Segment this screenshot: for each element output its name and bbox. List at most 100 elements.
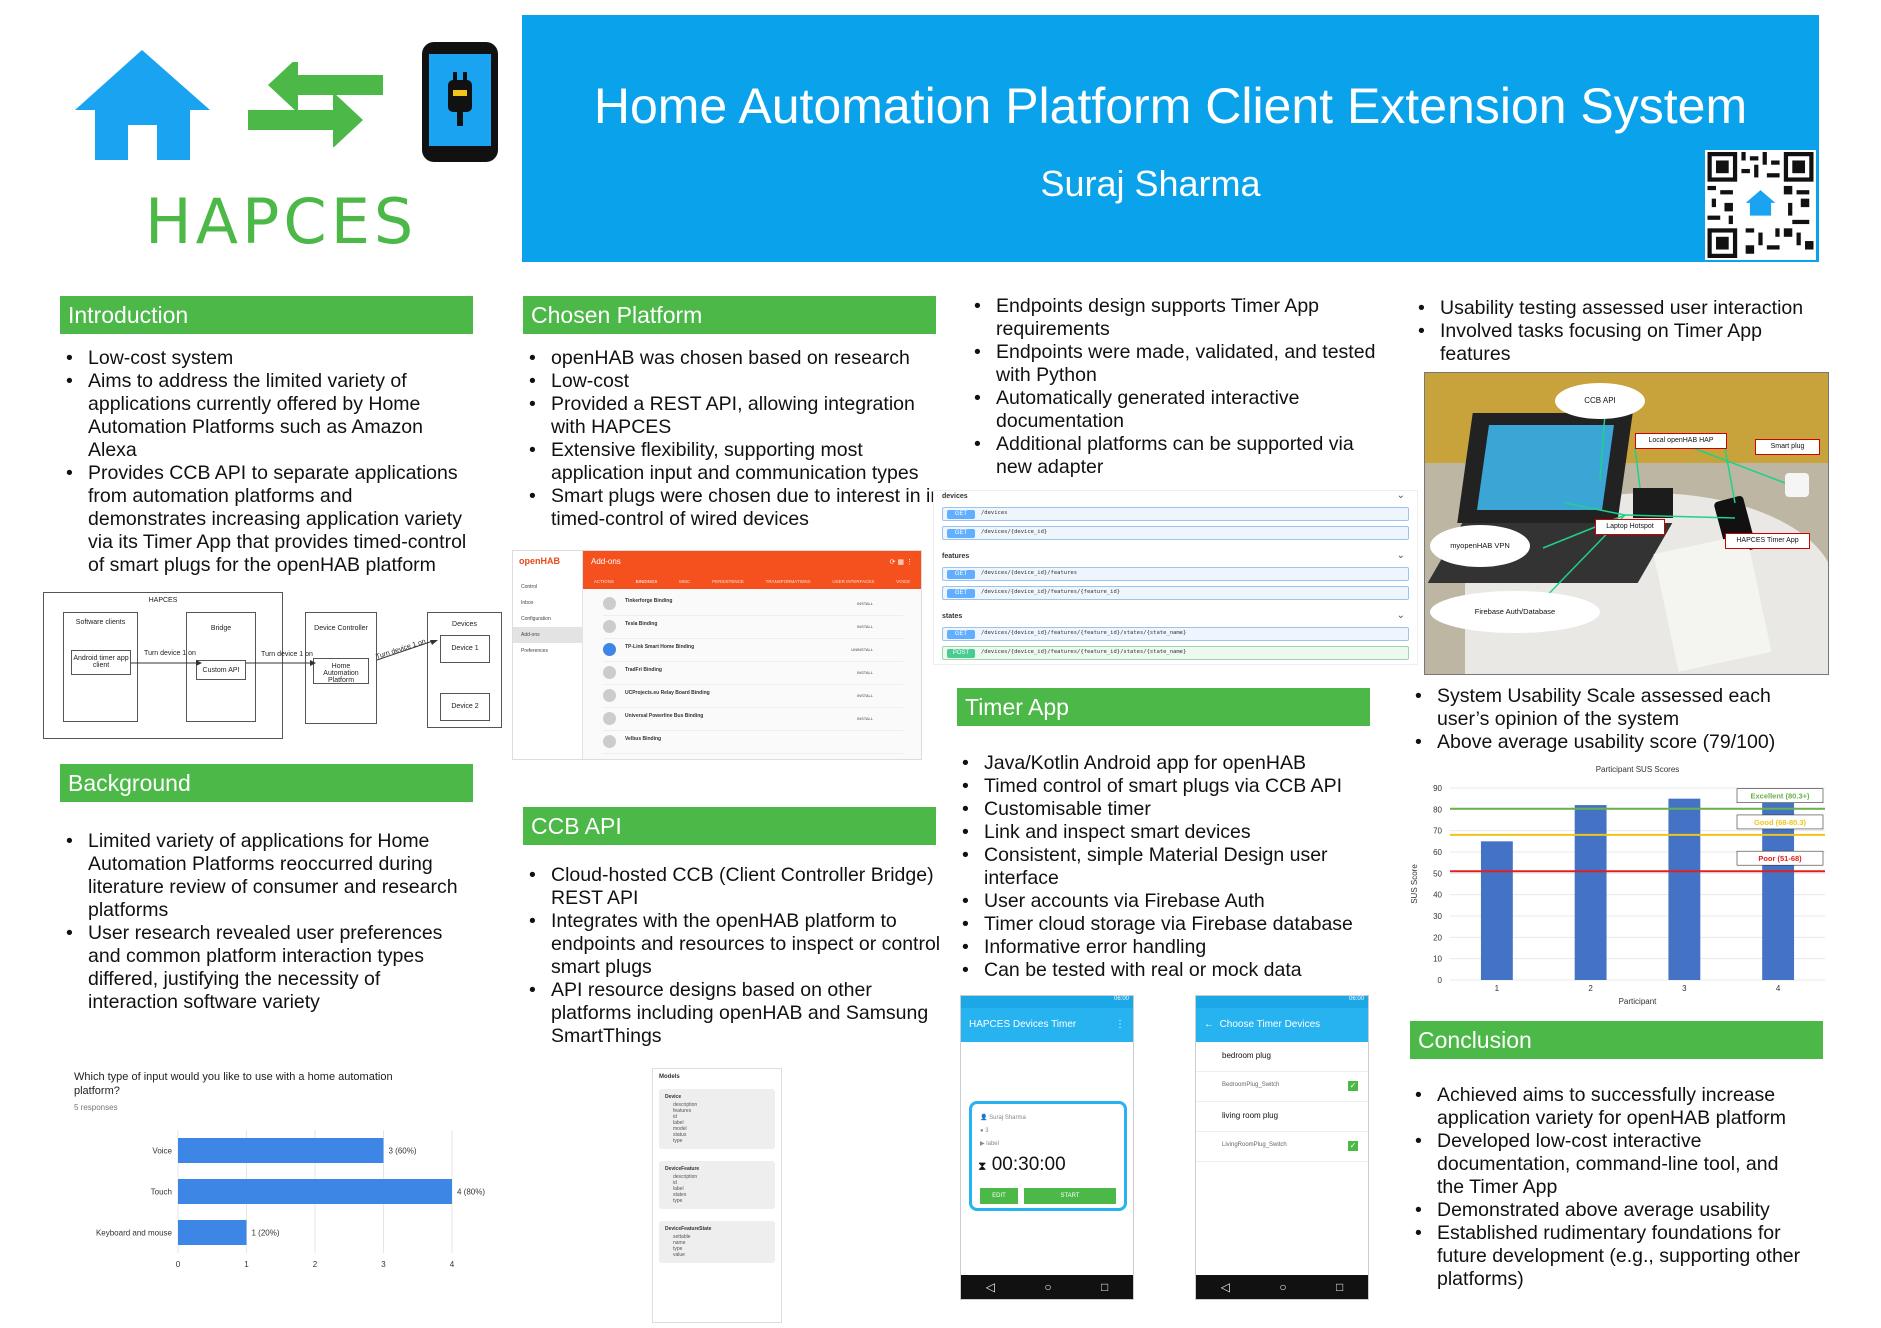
timer-phone-screenshot: 06:00 HAPCES Devices Timer⋮ 👤 Suraj Shar… [960, 995, 1134, 1300]
api-endpoint-row[interactable]: GET/devices/{device_id}/features/{featur… [942, 627, 1409, 641]
tab[interactable]: MISC [679, 579, 691, 584]
recents-icon[interactable]: □ [1101, 1280, 1109, 1294]
author-name: Suraj Sharma [1040, 163, 1261, 204]
tab[interactable]: VOICE [896, 579, 911, 584]
android-client-box: Android timer app client [71, 650, 131, 675]
device-row[interactable]: bedroom plug [1196, 1042, 1368, 1072]
model-field: id [673, 1114, 677, 1120]
http-method-badge: GET [947, 630, 975, 639]
x-tick-label: 3 [1682, 984, 1687, 993]
model-field: states [673, 1192, 687, 1198]
addon-action-button[interactable]: INSTALL [857, 693, 873, 698]
model-field: description [673, 1174, 698, 1180]
photo-label-laptop-hotspot: Laptop Hotspot [1595, 519, 1665, 535]
addon-action-button[interactable]: INSTALL [857, 716, 873, 721]
openhab-toolbar-icons[interactable]: ⟳ ▦ ⋮ [889, 559, 913, 566]
switch-row[interactable]: LivingRoomPlug_Switch✓ [1196, 1132, 1368, 1162]
edit-button[interactable]: EDIT [980, 1188, 1018, 1204]
x-axis-label: Participant [1619, 997, 1658, 1006]
tab[interactable]: ACTIONS [593, 579, 614, 584]
software-clients-label: Software clients [75, 619, 126, 626]
addon-avatar-icon [603, 689, 616, 702]
endpoints-bullets: Endpoints design supports Timer App requ… [968, 295, 1388, 479]
sidebar-item[interactable]: Inbox [521, 600, 534, 606]
list-item: Endpoints design supports Timer App requ… [968, 295, 1388, 341]
back-icon[interactable]: ◁ [985, 1280, 995, 1294]
survey-question: Which type of input would you like to us… [74, 1071, 393, 1097]
category-label: Touch [151, 1188, 172, 1197]
tab[interactable]: BINDINGS [635, 579, 658, 584]
api-endpoint-row[interactable]: GET/devices/{device_id} [942, 526, 1409, 540]
phone-appbar: HAPCES Devices Timer⋮ [961, 1008, 1133, 1042]
switch-row[interactable]: BedroomPlug_Switch✓ [1196, 1072, 1368, 1102]
endpoint-path: /devices/{device_id} [981, 529, 1048, 535]
x-tick-label: 1 [244, 1260, 249, 1269]
home-icon[interactable]: ○ [1279, 1280, 1287, 1294]
list-item: Informative error handling [956, 936, 1376, 959]
start-button[interactable]: START [1024, 1188, 1116, 1204]
list-item: Consistent, simple Material Design user … [956, 844, 1376, 890]
qr-code-icon[interactable] [1705, 150, 1816, 260]
usability-bullets-top: Usability testing assessed user interact… [1412, 297, 1812, 366]
chevron-down-icon[interactable]: ⌄ [1396, 610, 1405, 621]
swagger-group-header[interactable]: features [942, 553, 970, 560]
timer-app-heading: Timer App [957, 688, 1370, 726]
addon-action-button[interactable]: INSTALL [857, 601, 873, 606]
tab[interactable]: TRANSFORMATIONS [765, 579, 811, 584]
addon-action-button[interactable]: INSTALL [857, 670, 873, 675]
list-item: User research revealed user preferences … [60, 922, 475, 1014]
device-row[interactable]: living room plug [1196, 1102, 1368, 1132]
swagger-group-header[interactable]: states [942, 613, 963, 620]
addon-row[interactable]: Velbus Binding [603, 731, 903, 754]
tab[interactable]: USER INTERFACES [832, 579, 875, 584]
chevron-down-icon[interactable]: ⌄ [1396, 550, 1405, 561]
photo-label-firebase: Firebase Auth/Database [1430, 591, 1600, 633]
y-tick-label: 10 [1433, 955, 1442, 964]
addon-action-button[interactable]: UNINSTALL [851, 647, 873, 652]
api-endpoint-row[interactable]: GET/devices/{device_id}/features [942, 567, 1409, 581]
model-field: id [673, 1180, 677, 1186]
checkbox-checked-icon[interactable]: ✓ [1348, 1081, 1358, 1091]
http-method-badge: GET [947, 570, 975, 579]
addon-action-button[interactable]: INSTALL [857, 624, 873, 629]
list-item: Provides CCB API to separate application… [60, 462, 475, 577]
photo-raspberry-pi [1633, 488, 1673, 518]
model-field: settable [673, 1234, 691, 1240]
back-arrow-icon[interactable]: ← [1204, 1019, 1214, 1030]
sidebar-item[interactable]: Add-ons [513, 627, 583, 643]
photo-label-local-hap: Local openHAB HAP [1635, 433, 1727, 449]
list-item: Demonstrated above average usability [1409, 1199, 1809, 1222]
more-icon[interactable]: ⋮ [1115, 1019, 1125, 1030]
sidebar-item[interactable]: Configuration [521, 616, 551, 622]
recents-icon[interactable]: □ [1336, 1280, 1344, 1294]
api-endpoint-row[interactable]: GET/devices [942, 507, 1409, 521]
back-icon[interactable]: ◁ [1220, 1280, 1230, 1294]
api-endpoint-row[interactable]: POST/devices/{device_id}/features/{featu… [942, 646, 1409, 660]
list-item: Can be tested with real or mock data [956, 959, 1376, 982]
chevron-down-icon[interactable]: ⌄ [1396, 490, 1405, 501]
checkbox-checked-icon[interactable]: ✓ [1348, 1141, 1358, 1151]
photo-label-vpn: myopenHAB VPN [1430, 525, 1530, 567]
tab[interactable]: PERSISTENCE [712, 579, 744, 584]
photo-smart-plug [1785, 473, 1809, 497]
model-field: status [673, 1132, 687, 1138]
api-endpoint-row[interactable]: GET/devices/{device_id}/features/{featur… [942, 586, 1409, 600]
user-icon: 👤 [980, 1115, 988, 1121]
bar [1668, 798, 1701, 980]
sidebar-item[interactable]: Control [521, 584, 538, 590]
model-field: value [673, 1252, 685, 1258]
addon-avatar-icon [603, 735, 616, 748]
sidebar-item[interactable]: Preferences [521, 648, 548, 654]
swagger-group-header[interactable]: devices [942, 493, 968, 500]
endpoint-path: /devices/{device_id}/features/{feature_i… [981, 630, 1187, 636]
home-icon[interactable]: ○ [1044, 1280, 1052, 1294]
